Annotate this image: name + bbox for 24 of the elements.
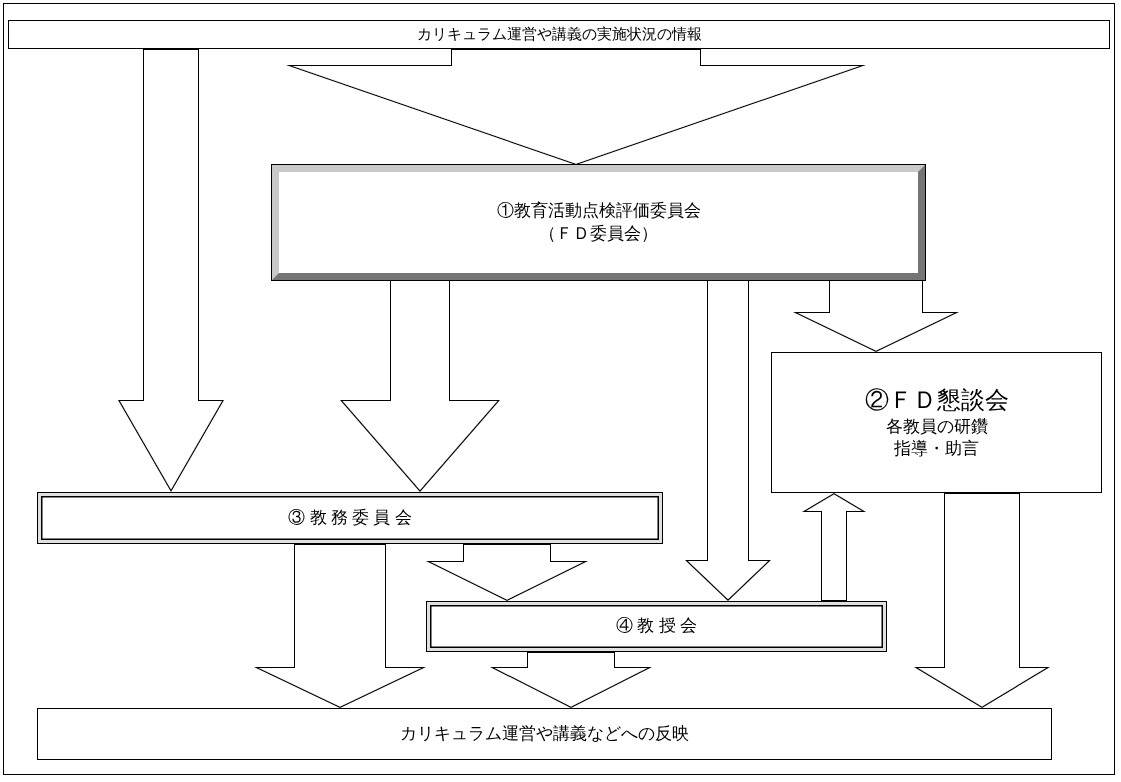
- block-arrow: [802, 493, 866, 601]
- process-box: [771, 352, 1102, 493]
- block-arrow: [118, 49, 224, 492]
- block-arrow: [490, 652, 652, 708]
- box-text: （ＦＤ委員会）: [539, 222, 658, 245]
- box-title: ④ 教 授 会: [616, 615, 697, 638]
- block-arrow: [340, 280, 500, 492]
- block-arrow: [254, 544, 426, 708]
- process-box: [272, 165, 925, 280]
- process-box: [37, 492, 663, 544]
- box-title: ①教育活動点検評価委員会: [496, 200, 701, 223]
- block-arrow: [685, 280, 771, 601]
- box-title: ②ＦＤ懇談会: [864, 385, 1009, 415]
- box-title: カリキュラム運営や講義の実施状況の情報: [416, 24, 702, 44]
- process-box: [8, 20, 1110, 49]
- block-arrow: [426, 544, 588, 601]
- box-title: ③ 教 務 委 員 会: [288, 506, 412, 529]
- box-text: 指導・助言: [894, 438, 979, 461]
- process-box: [37, 708, 1052, 760]
- block-arrow: [286, 49, 866, 165]
- block-arrow: [793, 280, 959, 352]
- box-title: カリキュラム運営や講義などへの反映: [400, 722, 689, 745]
- process-box: [426, 601, 887, 652]
- box-text: 各教員の研鑽: [885, 416, 988, 438]
